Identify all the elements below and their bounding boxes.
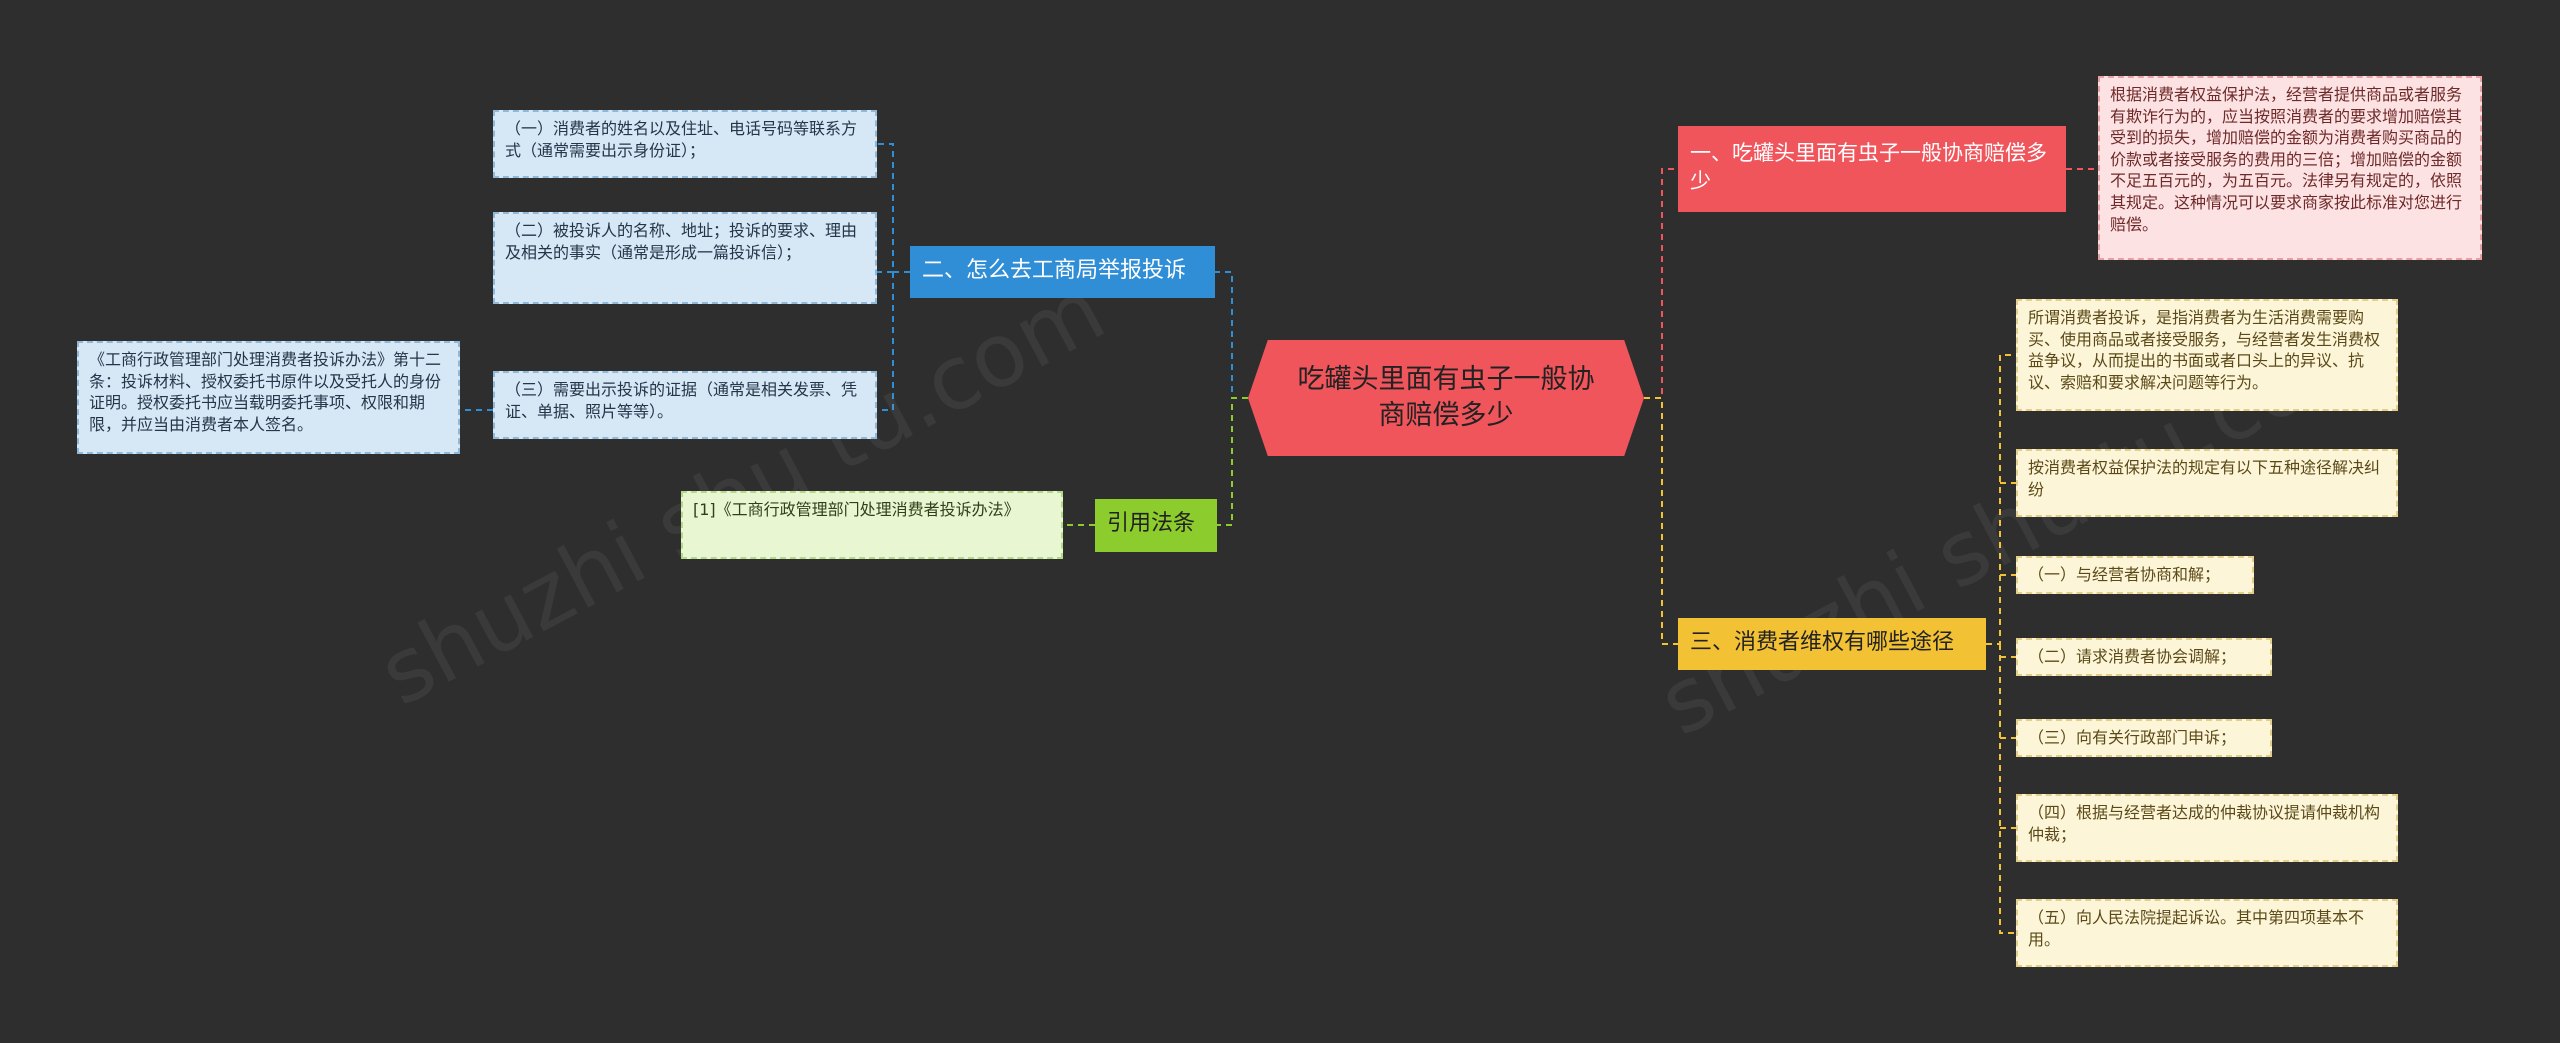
leaf-complaint-item-3-text: （三）需要出示投诉的证据（通常是相关发票、凭证、单据、照片等等）。 bbox=[505, 380, 858, 421]
link-center-blue bbox=[1215, 271, 1248, 399]
center-topic[interactable]: 吃罐头里面有虫子一般协商赔偿多少 bbox=[1248, 340, 1644, 456]
leaf-complaint-item-1-text: （一）消费者的姓名以及住址、电话号码等联系方式（通常需要出示身份证）； bbox=[505, 119, 858, 160]
leaf-routes-definition[interactable]: 所谓消费者投诉，是指消费者为生活消费需要购买、使用商品或者接受服务，与经营者发生… bbox=[2016, 299, 2398, 411]
leaf-route-5[interactable]: （五）向人民法院提起诉讼。其中第四项基本不用。 bbox=[2016, 899, 2398, 967]
leaf-route-1-text: （一）与经营者协商和解； bbox=[2028, 565, 2221, 584]
leaf-route-1[interactable]: （一）与经营者协商和解； bbox=[2016, 556, 2254, 594]
branch-cited-law-label: 引用法条 bbox=[1107, 511, 1196, 536]
branch-rights-routes-label: 三、消费者维权有哪些途径 bbox=[1690, 630, 1955, 655]
leaf-regulation-article-text: 《工商行政管理部门处理消费者投诉办法》第十二条：投诉材料、授权委托书原件以及受托… bbox=[89, 350, 442, 434]
leaf-route-3[interactable]: （三）向有关行政部门申诉； bbox=[2016, 719, 2272, 757]
leaf-complaint-item-2-text: （二）被投诉人的名称、地址；投诉的要求、理由及相关的事实（通常是形成一篇投诉信）… bbox=[505, 221, 858, 262]
branch-report-complaint-label: 二、怎么去工商局举报投诉 bbox=[922, 258, 1187, 283]
leaf-route-3-text: （三）向有关行政部门申诉； bbox=[2028, 728, 2237, 747]
leaf-regulation-article[interactable]: 《工商行政管理部门处理消费者投诉办法》第十二条：投诉材料、授权委托书原件以及受托… bbox=[77, 341, 460, 454]
branch-compensation[interactable]: 一、吃罐头里面有虫子一般协商赔偿多少 bbox=[1678, 126, 2066, 212]
leaf-complaint-item-2[interactable]: （二）被投诉人的名称、地址；投诉的要求、理由及相关的事实（通常是形成一篇投诉信）… bbox=[493, 212, 877, 304]
leaf-complaint-item-3[interactable]: （三）需要出示投诉的证据（通常是相关发票、凭证、单据、照片等等）。 bbox=[493, 371, 877, 439]
leaf-compensation-detail[interactable]: 根据消费者权益保护法，经营者提供商品或者服务有欺诈行为的，应当按照消费者的要求增… bbox=[2098, 76, 2482, 260]
leaf-route-4-text: （四）根据与经营者达成的仲裁协议提请仲裁机构仲裁； bbox=[2028, 803, 2381, 844]
link-center-yellow bbox=[1644, 397, 1678, 645]
branch-compensation-label: 一、吃罐头里面有虫子一般协商赔偿多少 bbox=[1690, 141, 2047, 194]
leaf-route-2[interactable]: （二）请求消费者协会调解； bbox=[2016, 638, 2272, 676]
leaf-route-2-text: （二）请求消费者协会调解； bbox=[2028, 647, 2237, 666]
leaf-routes-definition-text: 所谓消费者投诉，是指消费者为生活消费需要购买、使用商品或者接受服务，与经营者发生… bbox=[2028, 308, 2381, 392]
leaf-routes-intro-text: 按消费者权益保护法的规定有以下五种途径解决纠纷 bbox=[2028, 458, 2381, 499]
leaf-route-4[interactable]: （四）根据与经营者达成的仲裁协议提请仲裁机构仲裁； bbox=[2016, 794, 2398, 862]
branch-cited-law[interactable]: 引用法条 bbox=[1095, 499, 1217, 552]
leaf-routes-intro[interactable]: 按消费者权益保护法的规定有以下五种途径解决纠纷 bbox=[2016, 449, 2398, 517]
branch-rights-routes[interactable]: 三、消费者维权有哪些途径 bbox=[1678, 618, 1986, 670]
leaf-cited-law[interactable]: [1]《工商行政管理部门处理消费者投诉办法》 bbox=[681, 491, 1063, 559]
leaf-route-5-text: （五）向人民法院提起诉讼。其中第四项基本不用。 bbox=[2028, 908, 2365, 949]
leaf-compensation-text: 根据消费者权益保护法，经营者提供商品或者服务有欺诈行为的，应当按照消费者的要求增… bbox=[2110, 85, 2463, 234]
link-center-green bbox=[1217, 397, 1248, 526]
link-center-red bbox=[1644, 168, 1678, 399]
center-topic-label: 吃罐头里面有虫子一般协商赔偿多少 bbox=[1297, 363, 1595, 431]
link-blue-leaves bbox=[877, 143, 910, 411]
branch-report-complaint[interactable]: 二、怎么去工商局举报投诉 bbox=[910, 246, 1215, 298]
leaf-cited-law-text: [1]《工商行政管理部门处理消费者投诉办法》 bbox=[693, 500, 1020, 519]
leaf-complaint-item-1[interactable]: （一）消费者的姓名以及住址、电话号码等联系方式（通常需要出示身份证）； bbox=[493, 110, 877, 178]
link-yellow-leaves bbox=[1986, 354, 2016, 934]
